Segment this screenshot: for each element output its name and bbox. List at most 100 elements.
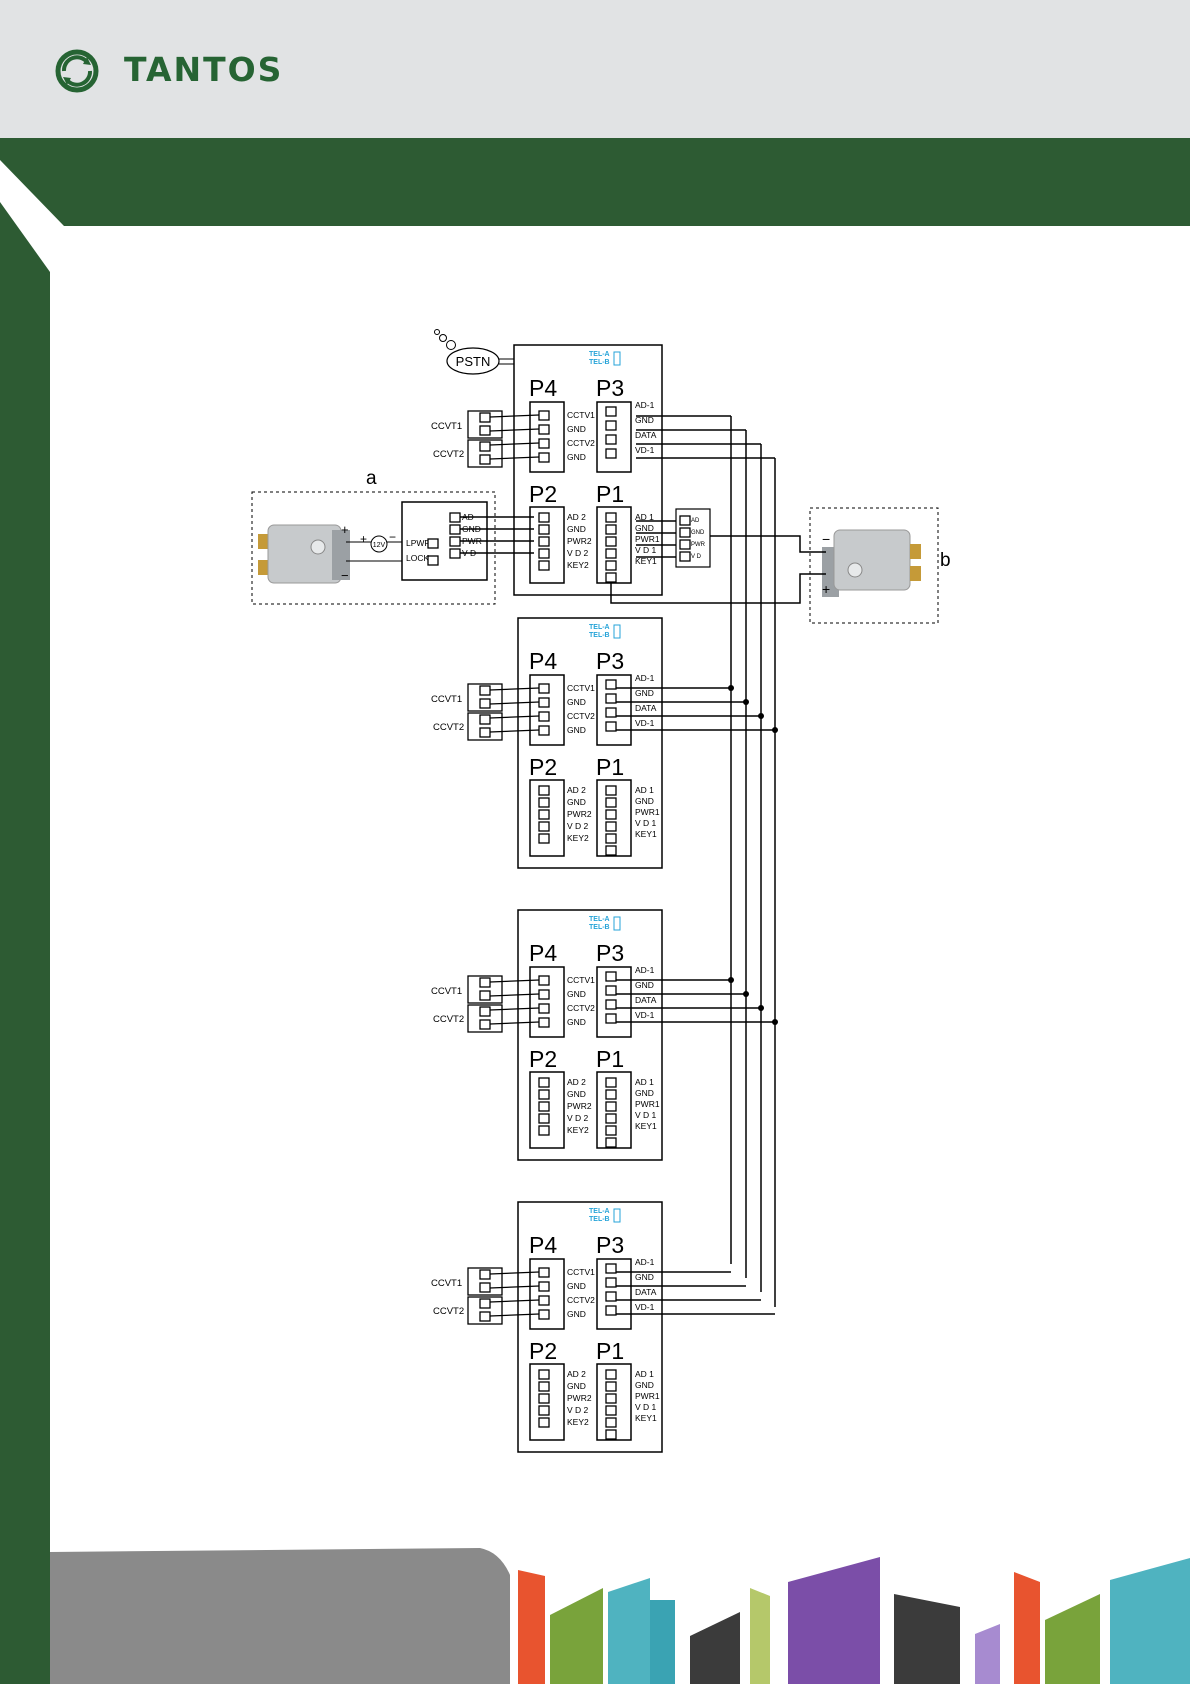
p2-pin-label: KEY2	[567, 833, 589, 843]
ccvt1-label: CCVT1	[431, 1278, 462, 1289]
svg-text:+: +	[822, 581, 830, 597]
svg-text:GND: GND	[691, 530, 705, 536]
ccvt2-label: CCVT2	[433, 449, 464, 460]
port-p2-label: P2	[529, 754, 557, 780]
port-p3-label: P3	[596, 648, 624, 674]
pstn-cloud: PSTN	[434, 329, 500, 375]
p4-pin-label: GND	[567, 452, 586, 462]
tel-a-label: TEL-A	[589, 351, 610, 358]
brand-name: TANTOS	[124, 50, 284, 89]
p3-pin-label: GND	[635, 688, 654, 698]
p2-pin-label: GND	[567, 797, 586, 807]
p3-pin-label: AD-1	[635, 1257, 655, 1267]
p3-pin-label: VD-1	[635, 445, 655, 455]
svg-text:−: −	[822, 531, 830, 547]
p2-pin-label: GND	[567, 1089, 586, 1099]
svg-text:12V: 12V	[373, 542, 386, 549]
p3-pin-label: VD-1	[635, 718, 655, 728]
port-p1-label: P1	[596, 754, 624, 780]
p1-pin-label: AD 1	[635, 512, 654, 522]
lock-a-group: a + − 12V + − LPWR LOCK AD GND PWR V D	[251, 468, 496, 605]
tel-b-label: TEL-B	[589, 632, 610, 639]
port-p1-label: P1	[596, 1338, 624, 1364]
p2-pin-label: KEY2	[567, 560, 589, 570]
p3-pin-label: DATA	[635, 430, 657, 440]
p2-pin-label: V D 2	[567, 1113, 589, 1123]
p3-pin-label: DATA	[635, 995, 657, 1005]
p2-pin-label: PWR2	[567, 1101, 592, 1111]
svg-text:−: −	[341, 568, 349, 583]
p2-pin-label: GND	[567, 524, 586, 534]
ccvt2-label: CCVT2	[433, 722, 464, 733]
p1-pin-label: GND	[635, 796, 654, 806]
ccvt2-label: CCVT2	[433, 1306, 464, 1317]
p4-pin-label: GND	[567, 989, 586, 999]
label-a: a	[366, 468, 377, 489]
p4-pin-label: GND	[567, 725, 586, 735]
p1-pin-label: V D 1	[635, 818, 657, 828]
p1-pin-label: AD 1	[635, 1369, 654, 1379]
p1-pin-label: KEY1	[635, 1413, 657, 1423]
port-p4-label: P4	[529, 1232, 557, 1258]
port-p3-label: P3	[596, 940, 624, 966]
p2-pin-label: AD 2	[567, 512, 586, 522]
p1-pin-label: V D 1	[635, 1110, 657, 1120]
port-p3-label: P3	[596, 1232, 624, 1258]
p2-pin-label: AD 2	[567, 1369, 586, 1379]
p3-pin-label: GND	[635, 980, 654, 990]
p4-pin-label: GND	[567, 424, 586, 434]
ccvt2-label: CCVT2	[433, 1014, 464, 1025]
p2-pin-label: V D 2	[567, 821, 589, 831]
p2-pin-label: KEY2	[567, 1125, 589, 1135]
port-p2-label: P2	[529, 481, 557, 507]
p1-pin-label: AD 1	[635, 1077, 654, 1087]
p4-pin-label: CCTV2	[567, 438, 595, 448]
p1-pin-label: GND	[635, 1380, 654, 1390]
p3-pin-label: DATA	[635, 1287, 657, 1297]
p3-pin-label: AD-1	[635, 673, 655, 683]
p4-pin-label: CCTV1	[567, 975, 595, 985]
p4-pin-label: CCTV2	[567, 711, 595, 721]
p2-pin-label: PWR2	[567, 1393, 592, 1403]
p4-pin-label: GND	[567, 1017, 586, 1027]
p1-pin-label: GND	[635, 1088, 654, 1098]
p1-pin-label: KEY1	[635, 829, 657, 839]
tel-b-label: TEL-B	[589, 924, 610, 931]
label-b: b	[940, 550, 951, 571]
tel-b-label: TEL-B	[589, 359, 610, 366]
port-p4-label: P4	[529, 375, 557, 401]
p2-pin-label: AD 2	[567, 1077, 586, 1087]
port-p1-label: P1	[596, 481, 624, 507]
p1-pin-label: PWR1	[635, 1391, 660, 1401]
tel-a-label: TEL-A	[589, 624, 610, 631]
p3-pin-label: VD-1	[635, 1302, 655, 1312]
lock-b-group: b − +	[809, 507, 951, 624]
ccvt1-label: CCVT1	[431, 421, 462, 432]
p3-pin-label: GND	[635, 415, 654, 425]
p2-pin-label: PWR2	[567, 536, 592, 546]
tel-a-label: TEL-A	[589, 1208, 610, 1215]
svg-text:AD: AD	[691, 518, 700, 524]
brand-logo-icon	[55, 49, 99, 93]
p1-pin-label: PWR1	[635, 534, 660, 544]
port-p2-label: P2	[529, 1338, 557, 1364]
port-p4-label: P4	[529, 648, 557, 674]
lock-a-icon	[267, 524, 342, 584]
tel-b-label: TEL-B	[589, 1216, 610, 1223]
bus-lines	[460, 415, 826, 1307]
svg-text:+: +	[360, 532, 367, 546]
p2-pin-label: V D 2	[567, 1405, 589, 1415]
p1-pin-label: PWR1	[635, 807, 660, 817]
svg-text:LOCK: LOCK	[406, 553, 429, 563]
svg-text:−: −	[389, 530, 396, 544]
